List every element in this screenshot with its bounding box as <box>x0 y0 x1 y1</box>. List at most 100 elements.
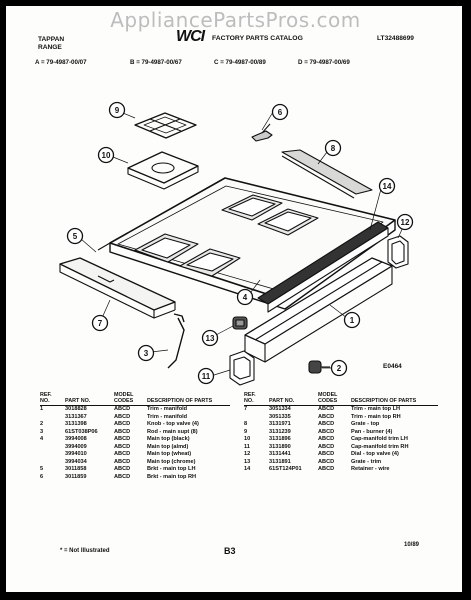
callout-7: 7 <box>91 314 109 332</box>
cell-model: ABCD <box>114 443 131 450</box>
wci-logo: WCI <box>176 28 205 45</box>
cell-ref: 4 <box>40 436 44 443</box>
callout-3: 3 <box>137 344 155 362</box>
cell-desc: Trim - manifold <box>147 406 188 412</box>
cell-part: 3011858 <box>65 466 87 473</box>
cap-left-drawing <box>229 350 255 386</box>
cell-ref: 1 <box>40 406 44 412</box>
callout-8: 8 <box>324 139 342 157</box>
cell-desc: Main top (wheat) <box>147 451 192 458</box>
drawing-code: E0464 <box>383 363 402 370</box>
cell-desc: Grate - trim <box>351 458 382 465</box>
cell-model: ABCD <box>114 421 131 428</box>
cell-part: 3994034 <box>65 458 87 465</box>
callout-2: 2 <box>330 359 348 377</box>
cell-part: 3994010 <box>65 451 87 458</box>
watermark: AppliancePartsPros.com <box>110 8 361 32</box>
col-ref: REF. NO. <box>40 392 65 406</box>
svg-text:3: 3 <box>144 349 149 358</box>
callout-13: 13 <box>201 329 219 347</box>
cell-desc: Knob - top valve (4) <box>147 421 199 428</box>
cell-ref: 2 <box>40 421 44 428</box>
cell-desc: Cap-manifold trim RH <box>351 443 409 450</box>
cell-model: ABCD <box>114 466 131 473</box>
revision-date: 10/89 <box>404 542 420 548</box>
cell-model: ABCD <box>114 436 131 443</box>
cell-model: ABCD <box>318 466 335 473</box>
svg-text:6: 6 <box>278 108 283 117</box>
col-part: PART NO. <box>269 392 318 406</box>
col-desc: DESCRIPTION OF PARTS <box>147 392 230 406</box>
cell-part: 3131890 <box>269 443 291 450</box>
cell-ref: 7 <box>244 406 248 412</box>
cell-model: ABCD <box>318 436 335 443</box>
manifold-drawing <box>257 221 389 313</box>
callout-12: 12 <box>396 213 414 231</box>
cell-ref <box>40 459 65 467</box>
svg-text:2: 2 <box>337 364 342 373</box>
svg-text:14: 14 <box>383 182 392 191</box>
bracket-drawing <box>251 123 273 142</box>
cell-ref: 6 <box>40 473 44 480</box>
manifold-bracket-drawing <box>244 257 393 363</box>
cell-desc: Trim - main top LH <box>351 406 401 412</box>
cell-ref <box>40 451 65 459</box>
burner-pan-drawing <box>127 151 199 190</box>
cell-model: ABCD <box>114 413 131 420</box>
brand-line-1: TAPPAN <box>38 36 65 43</box>
table-row: 5 3011858 ABCD Brkt - main top LH <box>40 466 230 474</box>
cell-part: 3131239 <box>269 428 291 435</box>
cell-ref: 10 <box>244 436 251 443</box>
cell-model: ABCD <box>318 413 335 420</box>
page-number: B3 <box>224 546 236 556</box>
svg-text:10: 10 <box>102 151 111 160</box>
callout-6: 6 <box>271 103 289 121</box>
cell-model: ABCD <box>318 443 335 450</box>
cell-ref <box>40 444 65 452</box>
parts-table-right: REF. NO. PART NO. MODEL CODES DESCRIPTIO… <box>244 392 438 474</box>
cell-part: 3131367 <box>65 413 87 420</box>
manifold-trim-drawing <box>281 149 373 199</box>
cell-ref: 12 <box>244 451 251 458</box>
callout-5: 5 <box>66 227 84 245</box>
cell-desc: Brkt - main top LH <box>147 466 196 473</box>
cell-model: ABCD <box>114 473 131 480</box>
cell-part: 3018828 <box>65 406 87 412</box>
callout-4: 4 <box>236 288 254 306</box>
knob-drawing <box>232 316 248 330</box>
cell-part: 3131441 <box>269 451 291 458</box>
model-code-d: D = 79-4987-00/69 <box>298 59 350 66</box>
model-code-a: A = 79-4987-00/07 <box>35 59 87 66</box>
callout-1: 1 <box>343 311 361 329</box>
cell-model: ABCD <box>318 458 335 465</box>
cell-ref: 14 <box>244 466 251 473</box>
cell-desc: Dial - top valve (4) <box>351 451 399 458</box>
valve-knob-drawing <box>308 360 330 374</box>
cell-model: ABCD <box>114 428 131 435</box>
callout-group: 9 10 6 8 5 14 12 4 7 1 3 13 2 11 <box>66 101 414 385</box>
cell-ref: 8 <box>244 421 248 428</box>
cell-part: 3011859 <box>65 473 87 480</box>
callout-9: 9 <box>108 101 126 119</box>
cell-model: ABCD <box>318 406 335 412</box>
cell-part: 61ST124P01 <box>269 466 302 473</box>
svg-text:4: 4 <box>243 293 248 302</box>
cell-ref: 5 <box>40 466 44 473</box>
model-code-c: C = 79-4987-00/89 <box>214 59 266 66</box>
svg-text:9: 9 <box>115 106 120 115</box>
cell-ref <box>244 414 269 422</box>
parts-table-left: REF. NO. PART NO. MODEL CODES DESCRIPTIO… <box>40 392 230 481</box>
cell-desc: Trim - main top RH <box>351 413 401 420</box>
cell-model: ABCD <box>318 428 335 435</box>
cell-ref: 11 <box>244 443 250 450</box>
